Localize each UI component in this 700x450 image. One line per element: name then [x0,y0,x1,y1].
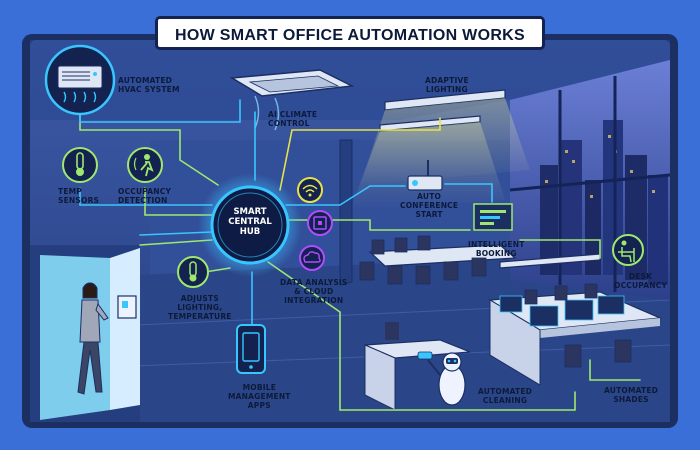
smart-hub-icon [198,173,302,277]
conference-table [359,235,517,285]
adjusts-thermometer-icon [177,256,209,288]
label-adaptive-lighting: ADAPTIVE LIGHTING [425,76,469,94]
desk-person-icon [612,234,644,266]
label-intelligent-booking: INTELLIGENT BOOKING [468,240,525,258]
label-hvac: AUTOMATED HVAC SYSTEM [118,76,180,94]
person-motion-icon [127,147,163,183]
page-title: HOW SMART OFFICE AUTOMATION WORKS [155,16,545,50]
cleaning-area [364,322,471,411]
label-desk-occupancy: DESK OCCUPANCY [614,272,668,290]
label-mobile: MOBILE MANAGEMENT APPS [228,383,291,410]
label-auto-conference: AUTO CONFERENCE START [400,192,459,219]
door [110,248,140,410]
hub-label: SMART CENTRAL HUB [228,207,272,237]
projector [407,160,443,191]
label-shades: AUTOMATED SHADES [604,386,659,404]
cleaning-robot [417,351,466,406]
smartphone-icon [236,324,266,374]
floor [30,250,670,422]
label-cleaning: AUTOMATED CLEANING [478,387,533,405]
thermometer-icon [62,147,98,183]
booking-monitor [473,203,513,231]
walking-person [77,282,109,395]
label-temp-sensors: TEMP SENSORS [58,187,100,205]
ceiling [30,40,670,120]
label-occupancy: OCCUPANCY DETECTION [118,187,172,205]
connection-lines [79,99,641,411]
label-ai-climate: AI CLIMATE CONTROL [268,110,318,128]
wifi-icon [297,177,323,203]
label-adjusts: ADJUSTS LIGHTING, TEMPERATURE [168,294,232,321]
ceiling-hvac-unit [229,69,355,131]
router-icon [307,210,333,236]
label-data-cloud: DATA ANALYSIS & CLOUD INTEGRATION [280,278,348,305]
workstations [488,283,663,386]
hvac-unit-icon [44,44,116,116]
cloud-icon [299,245,325,271]
